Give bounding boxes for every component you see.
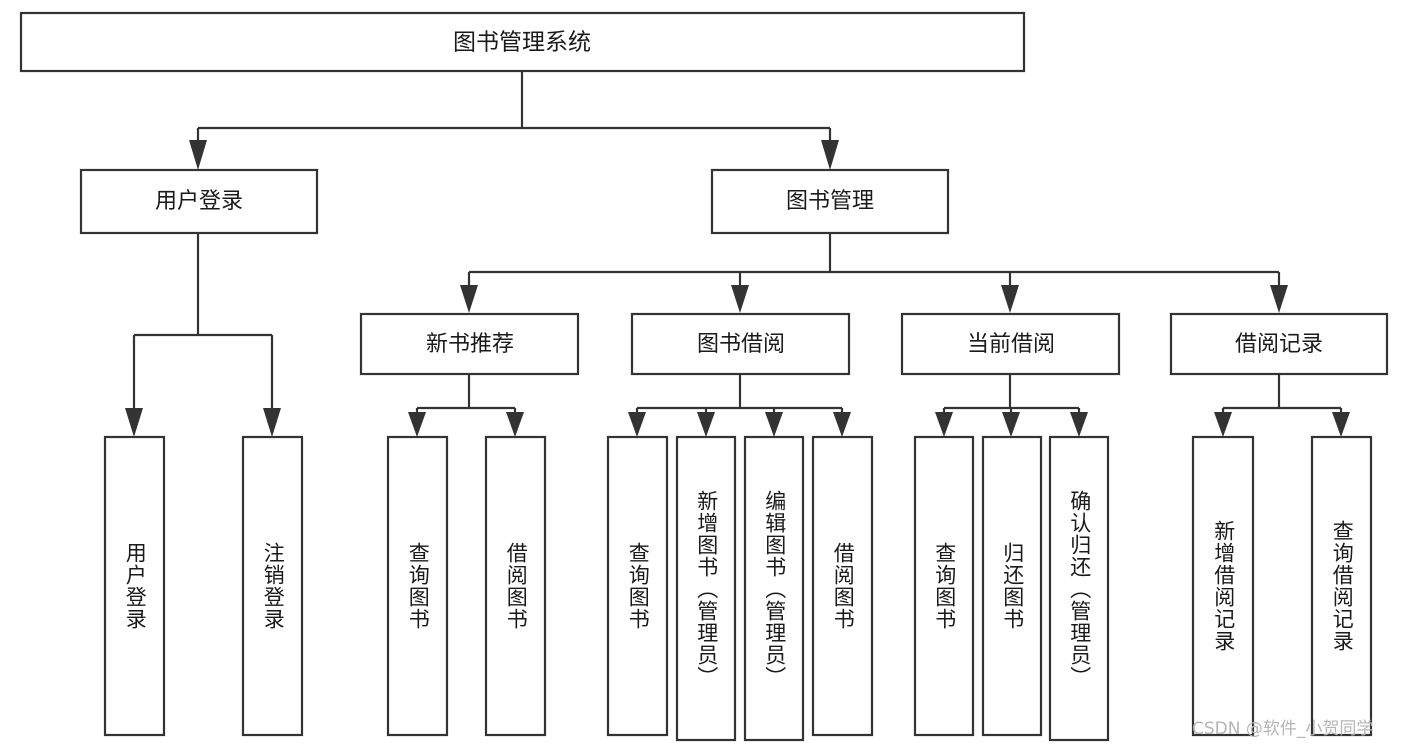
arrow-head-leaf-13	[1332, 412, 1350, 437]
arrow-head-newbook	[460, 285, 478, 313]
arrow-head-leaf-12	[1214, 412, 1232, 437]
node-leaf-3-box[interactable]	[386, 435, 449, 737]
node-leaf-9-box[interactable]	[913, 435, 975, 737]
arrow-head-current	[1001, 285, 1019, 313]
node-current-label: 当前借阅	[967, 332, 1055, 357]
node-borrow[interactable]: 图书借阅	[630, 312, 851, 376]
node-root[interactable]: 图书管理系统	[19, 11, 1026, 73]
node-records[interactable]: 借阅记录	[1169, 312, 1389, 376]
node-records-box[interactable]	[1169, 312, 1389, 376]
connectors-layer	[125, 71, 1350, 437]
arrow-head-login	[189, 140, 207, 170]
csdn-watermark: CSDN @软件_小贺同学	[1192, 719, 1374, 739]
arrow-head-leaf-6	[697, 412, 715, 437]
node-leaf-1-box[interactable]	[103, 435, 166, 737]
node-leaf-5-box[interactable]	[606, 435, 669, 737]
node-borrow-box[interactable]	[630, 312, 851, 376]
node-leaf-6-box[interactable]	[675, 435, 737, 742]
arrow-head-leaf-4	[506, 412, 524, 437]
nodes-layer: 图书管理系统 用户登录 图书管理 新书推荐 图书借阅 当前	[19, 11, 1389, 742]
arrow-head-leaf-10	[1002, 412, 1020, 437]
node-leaf-12-box[interactable]	[1191, 435, 1255, 737]
node-leaf-4-box[interactable]	[484, 435, 547, 737]
arrow-head-records	[1270, 285, 1288, 313]
arrow-head-leaf-7	[765, 412, 783, 437]
arrow-head-leaf-8	[833, 412, 851, 437]
node-bookmgmt-label: 图书管理	[786, 189, 874, 214]
arrow-head-leaf-1	[125, 408, 143, 437]
arrow-head-leaf-3	[408, 412, 426, 437]
node-root-box[interactable]	[19, 11, 1026, 73]
node-login[interactable]: 用户登录	[79, 168, 319, 235]
node-leaf-11-box[interactable]	[1048, 435, 1110, 742]
node-leaf-2-box[interactable]	[241, 435, 304, 737]
node-newbook[interactable]: 新书推荐	[359, 312, 580, 376]
node-newbook-label: 新书推荐	[426, 332, 514, 357]
node-leaf-10-box[interactable]	[981, 435, 1043, 737]
arrow-head-borrow	[731, 285, 749, 313]
node-bookmgmt-box[interactable]	[710, 168, 950, 235]
node-root-label: 图书管理系统	[453, 30, 591, 56]
node-bookmgmt[interactable]: 图书管理	[710, 168, 950, 235]
node-newbook-box[interactable]	[359, 312, 580, 376]
arrow-head-leaf-9	[935, 412, 953, 437]
node-borrow-label: 图书借阅	[697, 332, 785, 357]
leaf-nodes	[103, 435, 1373, 742]
arrow-head-leaf-5	[628, 412, 646, 437]
node-current[interactable]: 当前借阅	[900, 312, 1121, 376]
node-current-box[interactable]	[900, 312, 1121, 376]
node-leaf-8-box[interactable]	[811, 435, 874, 737]
node-leaf-7-box[interactable]	[743, 435, 805, 742]
node-login-label: 用户登录	[155, 189, 243, 214]
arrow-head-leaf-2	[263, 408, 281, 437]
arrow-head-leaf-11	[1070, 412, 1088, 437]
node-records-label: 借阅记录	[1235, 332, 1323, 357]
arrow-head-bookmgmt	[821, 140, 839, 170]
node-leaf-13-box[interactable]	[1310, 435, 1373, 737]
node-login-box[interactable]	[79, 168, 319, 235]
